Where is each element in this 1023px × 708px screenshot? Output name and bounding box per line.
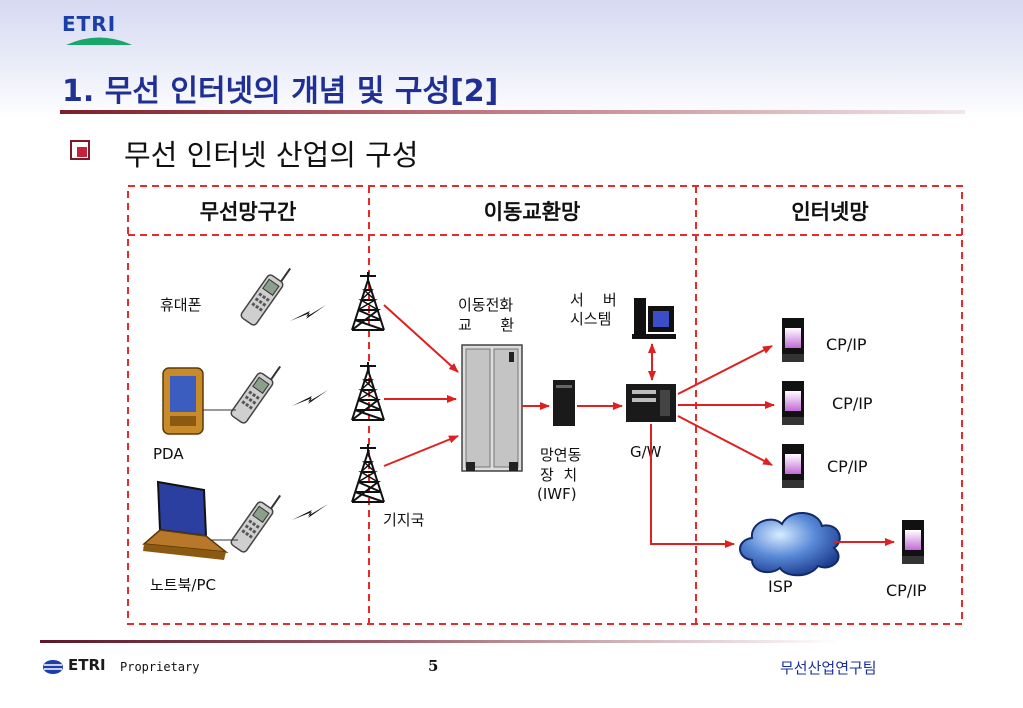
mobile-phone-icon <box>238 259 295 328</box>
isp-cloud-icon <box>739 512 841 577</box>
cp-ip-server-icon <box>782 381 804 425</box>
server-system-icon <box>632 298 676 339</box>
footer-proprietary: Proprietary <box>120 660 200 674</box>
footer-team-name: 무선산업연구팀 <box>780 659 877 677</box>
section-header-mobile-switching: 이동교환망 <box>484 200 581 224</box>
connection-arrows <box>383 304 895 548</box>
cp-ip-server-icon <box>782 444 804 488</box>
label-isp: ISP <box>768 577 793 596</box>
footer-logo: ETRI <box>68 656 106 674</box>
mobile-phone-icon <box>228 486 285 555</box>
footer-divider <box>40 640 980 643</box>
wireless-signal-icon <box>290 305 326 321</box>
wireless-signal-icon <box>292 504 328 520</box>
iwf-device-icon <box>553 380 575 426</box>
base-station-tower-icon <box>351 361 385 421</box>
etri-globe-icon <box>43 660 63 674</box>
label-cp-ip-1: CP/IP <box>826 335 867 354</box>
label-cp-ip-3: CP/IP <box>827 457 868 476</box>
wireless-signal-icon <box>292 390 328 406</box>
cp-ip-server-icon <box>782 318 804 362</box>
bullet-square-icon <box>70 140 90 160</box>
label-iwf-line2: 장 치 <box>540 466 577 484</box>
page-title: 1. 무선 인터넷의 개념 및 구성[2] <box>62 74 499 109</box>
notebook-icon <box>142 480 238 560</box>
label-cp-ip-2: CP/IP <box>832 394 873 413</box>
label-pda: PDA <box>153 445 184 463</box>
logo-text: ETRI <box>62 12 117 36</box>
label-phone: 휴대폰 <box>160 296 201 314</box>
msc-switch-icon <box>461 344 523 472</box>
page-number: 5 <box>428 657 439 675</box>
gateway-icon <box>626 384 676 422</box>
section-header-internet: 인터넷망 <box>791 200 868 224</box>
label-msc-line1: 이동전화 <box>458 296 513 314</box>
cp-ip-server-icon <box>902 520 924 564</box>
section-subtitle: 무선 인터넷 산업의 구성 <box>124 138 419 172</box>
label-server-line1: 서 버 <box>570 291 617 309</box>
mobile-phone-icon <box>228 357 285 426</box>
logo-arc-icon <box>66 37 132 45</box>
pda-icon <box>162 367 236 435</box>
label-server-line2: 시스템 <box>570 310 611 328</box>
label-msc-line2: 교 환 <box>458 316 514 334</box>
label-base-station: 기지국 <box>383 511 425 529</box>
label-iwf-line3: (IWF) <box>537 485 577 503</box>
label-gateway: G/W <box>630 443 662 461</box>
etri-logo: ETRI <box>62 12 142 46</box>
label-cp-ip-4: CP/IP <box>886 581 927 600</box>
title-divider <box>60 110 965 114</box>
label-notebook: 노트북/PC <box>150 576 216 594</box>
base-station-tower-icon <box>351 443 385 503</box>
label-iwf-line1: 망연동 <box>540 446 582 464</box>
section-header-wireless: 무선망구간 <box>200 200 297 224</box>
